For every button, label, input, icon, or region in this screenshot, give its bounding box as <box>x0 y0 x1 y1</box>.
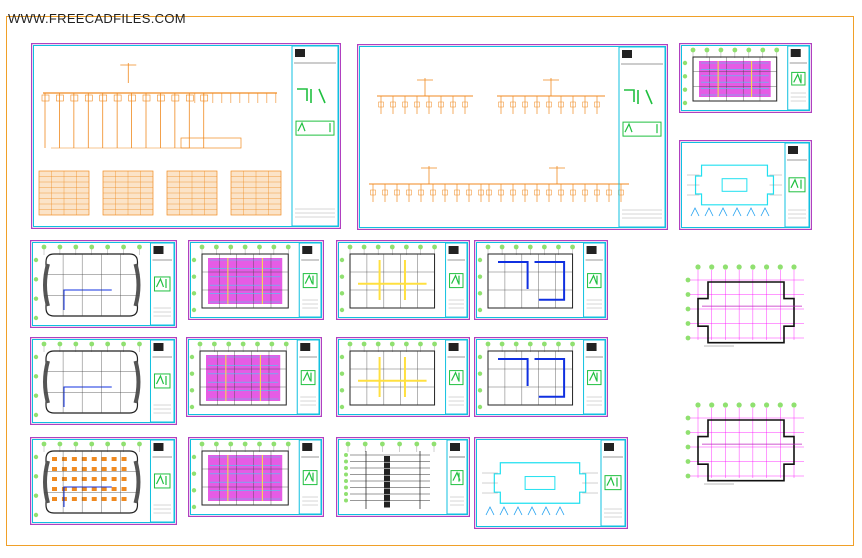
site-url-text: WWW.FREECADFILES.COM <box>8 11 186 26</box>
plan-4a <box>474 240 608 320</box>
plan-2b-drawing <box>186 337 322 417</box>
plan-2b <box>186 337 322 417</box>
site-plan-c <box>474 437 628 529</box>
plan-1b-drawing <box>30 337 177 425</box>
plan-2c-drawing <box>188 437 324 517</box>
plan-magenta-small-drawing <box>679 43 812 113</box>
plan-2a <box>188 240 324 320</box>
electrical-diagram-sheet-2 <box>357 44 668 230</box>
plan-magenta-small <box>679 43 812 113</box>
drawing-frame <box>6 16 854 546</box>
plan-1c <box>30 437 177 525</box>
plan-1c-drawing <box>30 437 177 525</box>
plan-4a-drawing <box>474 240 608 320</box>
site-plan-c-drawing <box>474 437 628 529</box>
section-c <box>336 437 470 517</box>
grid-plan-lower <box>684 400 808 492</box>
grid-plan-upper <box>684 262 808 354</box>
plan-3b-drawing <box>336 337 470 417</box>
electrical-diagram-sheet-1-drawing <box>31 43 341 229</box>
grid-plan-upper-drawing <box>685 264 804 347</box>
section-c-drawing <box>336 437 470 517</box>
plan-3a <box>336 240 470 320</box>
plan-4b <box>474 337 608 417</box>
plan-3a-drawing <box>336 240 470 320</box>
plan-3b <box>336 337 470 417</box>
plan-cyan-outline <box>679 140 812 230</box>
plan-cyan-outline-drawing <box>679 140 812 230</box>
plan-1b <box>30 337 177 425</box>
electrical-diagram-sheet-1 <box>31 43 341 229</box>
plan-1a-drawing <box>30 240 177 328</box>
grid-plan-lower-drawing <box>685 402 804 485</box>
plan-1a <box>30 240 177 328</box>
plan-4b-drawing <box>474 337 608 417</box>
plan-2c <box>188 437 324 517</box>
plan-2a-drawing <box>188 240 324 320</box>
electrical-diagram-sheet-2-drawing <box>357 44 668 230</box>
